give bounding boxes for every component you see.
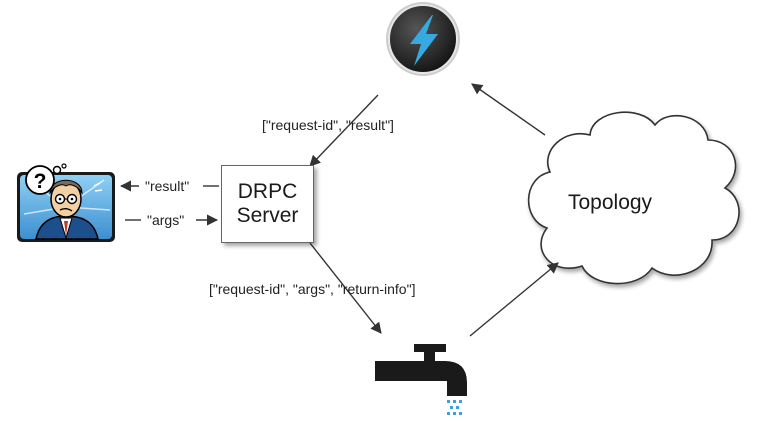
drpc-server-box: DRPC Server <box>221 165 314 243</box>
result-label: "result" <box>145 178 190 194</box>
drpc-server-label-line1: DRPC <box>237 179 298 203</box>
topology-cloud <box>527 111 740 285</box>
bolt-to-server-label: ["request-id", "result"] <box>262 117 394 133</box>
args-label: "args" <box>147 212 185 228</box>
edge-topology-to-bolt <box>471 83 546 136</box>
topology-label: Topology <box>568 191 653 214</box>
server-to-spout-label: ["request-id", "args", "return-info"] <box>209 281 416 297</box>
water-faucet-icon <box>375 344 467 415</box>
lightning-bolt-icon <box>386 2 460 76</box>
svg-text:?: ? <box>34 170 47 193</box>
edge-bolt-to-server <box>309 94 379 167</box>
confused-user-icon: ? <box>17 163 115 242</box>
edge-spout-to-topology <box>469 262 559 337</box>
drpc-server-label-line2: Server <box>236 204 299 227</box>
edge-server-to-spout <box>309 242 382 334</box>
